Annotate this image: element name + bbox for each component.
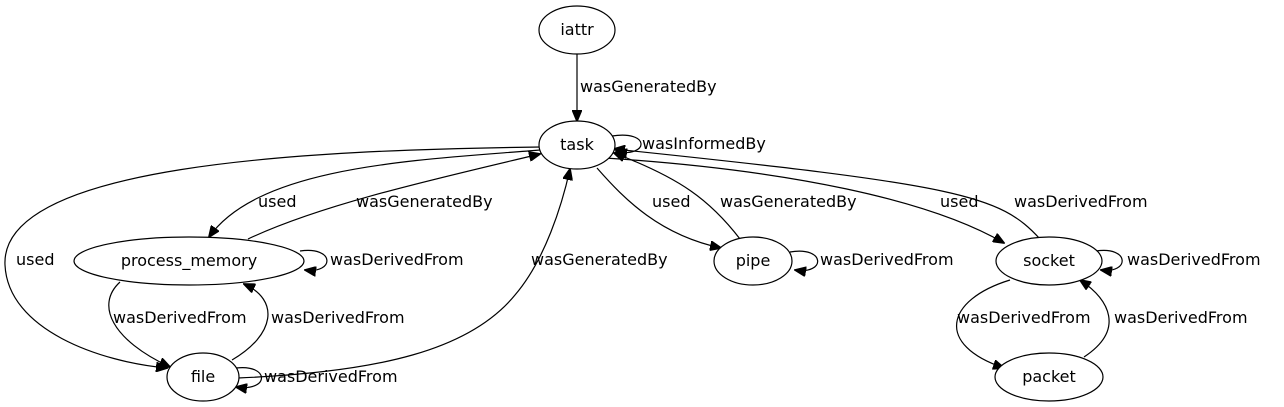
node-label: pipe (736, 251, 771, 270)
edge-pipe-pipe: wasDerivedFrom (789, 250, 954, 271)
edge-label: used (940, 192, 978, 211)
edge-process_memory-task: wasGeneratedBy (247, 154, 540, 240)
node-label: packet (1022, 367, 1076, 386)
edge-line (604, 157, 1004, 243)
node-label: process_memory (121, 251, 257, 271)
edge-line (4, 146, 542, 368)
edge-socket-socket: wasDerivedFrom (1095, 249, 1261, 270)
node-process_memory: process_memory (73, 236, 305, 286)
edge-label: wasDerivedFrom (957, 308, 1091, 327)
edge-line (231, 284, 269, 361)
edge-label: wasGeneratedBy (580, 77, 717, 96)
edge-label: used (652, 192, 690, 211)
edge-label: used (258, 192, 296, 211)
edge-line (1080, 280, 1110, 358)
node-packet: packet (994, 352, 1104, 402)
node-ellipse (538, 5, 616, 55)
edge-process_memory-process_memory: wasDerivedFrom (299, 249, 464, 270)
edge-line (614, 153, 741, 240)
edge-label: wasDerivedFrom (113, 308, 247, 327)
edge-label: wasDerivedFrom (330, 250, 464, 269)
edge-iattr-task: wasGeneratedBy (577, 54, 717, 121)
edge-label: wasDerivedFrom (264, 367, 398, 386)
edge-packet-socket: wasDerivedFrom (1080, 280, 1248, 358)
edge-socket-task: wasDerivedFrom (614, 149, 1148, 240)
edge-line (614, 149, 1041, 240)
node-ellipse (995, 236, 1103, 286)
edge-file-process_memory: wasDerivedFrom (231, 284, 405, 361)
edge-process_memory-file: wasDerivedFrom (108, 281, 247, 367)
edge-file-task: wasGeneratedBy (237, 169, 668, 379)
edge-file-file: wasDerivedFrom (236, 367, 398, 388)
node-task: task (538, 120, 616, 170)
node-ellipse (73, 236, 305, 286)
edge-label: wasDerivedFrom (1114, 308, 1248, 327)
edge-line (237, 169, 570, 379)
edge-line (789, 250, 819, 270)
node-label: socket (1023, 251, 1075, 270)
edge-line (236, 367, 263, 388)
node-ellipse (713, 236, 793, 286)
edge-label: wasInformedBy (642, 134, 766, 153)
edge-line (596, 167, 721, 248)
edge-label: wasDerivedFrom (820, 250, 954, 269)
edge-label: wasDerivedFrom (271, 308, 405, 327)
edge-socket-packet: wasDerivedFrom (956, 279, 1091, 368)
node-ellipse (994, 352, 1104, 402)
edge-label: wasGeneratedBy (720, 192, 857, 211)
edge-line (1095, 249, 1123, 270)
edge-line (299, 249, 328, 270)
node-ellipse (166, 352, 240, 402)
edge-label: used (16, 250, 54, 269)
edge-task-process_memory: used (209, 149, 541, 237)
node-iattr: iattr (538, 5, 616, 55)
node-label: iattr (560, 20, 594, 39)
edge-line (247, 154, 540, 240)
edge-label: wasDerivedFrom (1127, 250, 1261, 269)
edge-line (209, 149, 541, 237)
edge-line (956, 279, 1011, 368)
edge-task-file: used (4, 146, 542, 368)
edge-label: wasGeneratedBy (531, 250, 668, 269)
edge-line (108, 281, 170, 367)
node-pipe: pipe (713, 236, 793, 286)
edge-task-pipe: used (596, 167, 721, 248)
edge-task-task: wasInformedBy (611, 134, 766, 153)
node-file: file (166, 352, 240, 402)
node-ellipse (538, 120, 616, 170)
edge-pipe-task: wasGeneratedBy (614, 153, 857, 240)
node-socket: socket (995, 236, 1103, 286)
node-label: task (560, 135, 594, 154)
edge-label: wasDerivedFrom (1014, 192, 1148, 211)
node-label: file (191, 367, 215, 386)
edge-label: wasGeneratedBy (356, 192, 493, 211)
edge-task-socket: used (604, 157, 1004, 243)
